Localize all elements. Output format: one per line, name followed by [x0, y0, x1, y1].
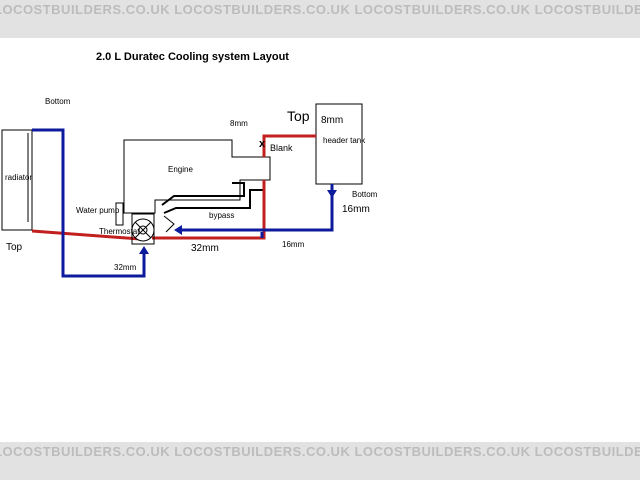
cold-flow-arrow-down [327, 190, 337, 198]
water-pump-box [115, 202, 124, 226]
radiator-bottom-label: Bottom [45, 97, 71, 106]
tank-top-label: Top [287, 108, 310, 124]
cold-flow-arrow-up [139, 246, 149, 254]
pipe-32mm-mid-label: 32mm [191, 243, 219, 254]
pipe-8mm-label: 8mm [230, 119, 248, 128]
pipe-32mm-low-label: 32mm [114, 263, 137, 272]
blank-marker: x [259, 138, 266, 150]
thermostat-body [131, 213, 155, 245]
radiator-top-label: Top [6, 242, 23, 253]
tank-8mm-label: 8mm [321, 115, 344, 126]
hot-pipe-engine-out [152, 180, 266, 240]
pipe-16mm-right-label: 16mm [342, 204, 370, 215]
watermark-text-top: LOCOSTBUILDERS.CO.UK LOCOSTBUILDERS.CO.U… [0, 2, 640, 17]
diagram-title: 2.0 L Duratec Cooling system Layout [96, 51, 289, 63]
thermostat-core [138, 225, 148, 235]
blank-label: Blank [270, 143, 293, 153]
cold-pipe-rad-bottom [32, 128, 146, 278]
bypass-valve [163, 215, 175, 233]
header-tank-label: header tank [323, 136, 366, 145]
cold-flow-arrow-left [174, 225, 182, 235]
watermark-text-bottom: LOCOSTBUILDERS.CO.UK LOCOSTBUILDERS.CO.U… [0, 444, 640, 459]
bypass-pipe-upper [161, 182, 245, 206]
watermark-banner-bottom: LOCOSTBUILDERS.CO.UK LOCOSTBUILDERS.CO.U… [0, 442, 640, 480]
cold-pipe-tank-return [180, 184, 334, 232]
hot-pipe-8mm [262, 134, 316, 157]
engine-label: Engine [168, 165, 193, 174]
thermostat-spoke-2 [134, 221, 152, 239]
header-tank-box [315, 103, 363, 185]
watermark-banner-top: LOCOSTBUILDERS.CO.UK LOCOSTBUILDERS.CO.U… [0, 0, 640, 38]
engine-block [123, 139, 271, 214]
radiator-label: radiator [5, 173, 33, 182]
thermostat-label: Thermostat [99, 227, 140, 236]
radiator-box [1, 129, 33, 231]
pipe-16mm-mid-label: 16mm [282, 240, 305, 249]
hot-pipe-top-rad [31, 229, 141, 241]
bypass-label: bypass [209, 211, 235, 220]
tank-bottom-label: Bottom [352, 190, 378, 199]
water-pump-label: Water pump [76, 206, 120, 215]
